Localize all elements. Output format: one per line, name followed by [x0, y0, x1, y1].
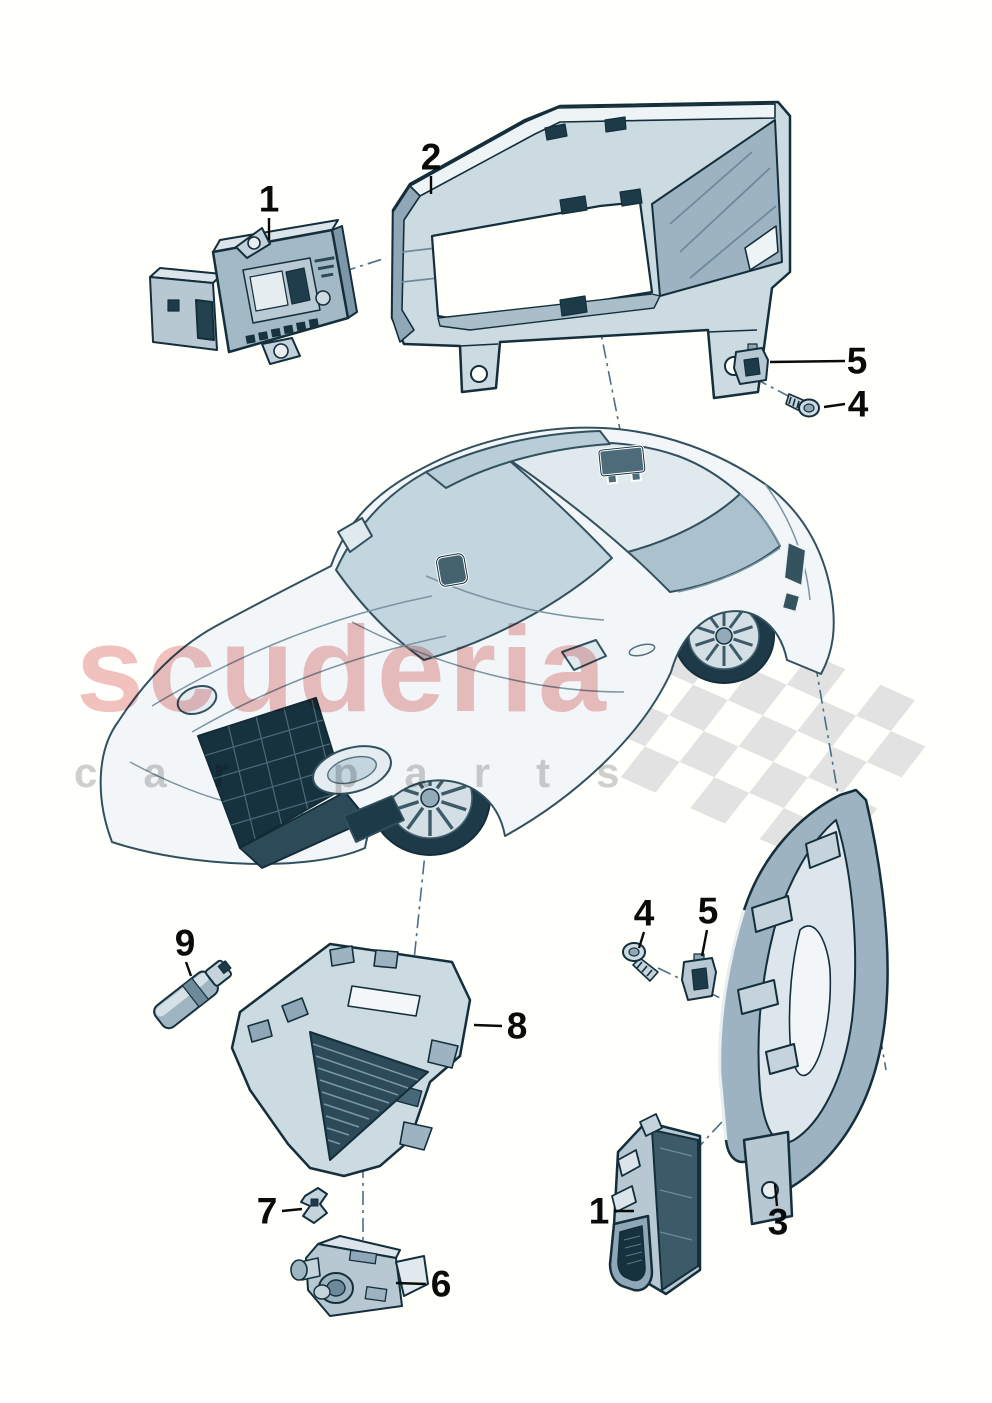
headlight-right-inner — [327, 755, 377, 785]
mirror-left — [337, 517, 373, 553]
part-6-sensor[interactable] — [290, 1235, 429, 1317]
part-8-sensor-bracket[interactable] — [230, 942, 472, 1178]
roof-sensor-location — [597, 444, 647, 485]
callout-8-bracket[interactable]: 8 — [506, 1005, 528, 1047]
watermark-brand-text: scuderia — [76, 601, 610, 737]
callout-5-clip-lower[interactable]: 5 — [697, 890, 719, 932]
part-1-control-module-lower[interactable] — [608, 1113, 702, 1296]
mirror-right — [561, 639, 607, 671]
callout-leader-lines — [184, 176, 846, 1286]
callout-5-clip-upper[interactable]: 5 — [846, 340, 868, 382]
module-pin-row — [245, 318, 319, 344]
front-intake-right — [343, 795, 405, 843]
part-4-screw-lower[interactable] — [622, 942, 659, 982]
callout-4-screw-upper[interactable]: 4 — [847, 383, 869, 425]
part-7-clip[interactable] — [300, 1187, 328, 1224]
part-5-clip-upper[interactable] — [733, 343, 769, 385]
callout-1-module-lower[interactable]: 1 — [588, 1190, 610, 1232]
part-1-control-module[interactable] — [149, 219, 358, 365]
headlight-left — [176, 684, 218, 716]
callout-9-sensor[interactable]: 9 — [174, 922, 196, 964]
bracket-rib-lines — [401, 151, 777, 283]
windshield-sensor-location — [435, 552, 469, 588]
module-face-lines — [659, 1147, 693, 1241]
bracket-slots — [544, 116, 643, 317]
vehicle-illustration — [99, 426, 835, 869]
callout-6-sensor[interactable]: 6 — [430, 1263, 452, 1305]
windshield — [335, 454, 613, 661]
callout-1-module-top[interactable]: 1 — [258, 178, 280, 220]
callout-2-bracket-top[interactable]: 2 — [420, 136, 442, 178]
callout-4-screw-lower[interactable]: 4 — [633, 892, 655, 934]
part-4-screw-upper[interactable] — [785, 393, 820, 418]
rear-bumper-mark — [781, 591, 801, 613]
taillight-mark — [783, 541, 807, 587]
door-handle — [628, 643, 656, 657]
part-3-quarter-bracket[interactable] — [718, 788, 889, 1226]
connector-pins — [623, 1235, 643, 1265]
side-window — [425, 430, 611, 489]
part-9-sensor[interactable] — [151, 955, 238, 1031]
callout-3-bracket-lower[interactable]: 3 — [767, 1201, 789, 1243]
watermark-subtext: car parts — [74, 749, 666, 796]
module-label-text — [314, 256, 335, 278]
part-2-mounting-bracket[interactable] — [390, 100, 792, 400]
callout-7-clip[interactable]: 7 — [256, 1190, 278, 1232]
part-5-clip-lower[interactable] — [681, 953, 717, 1001]
bracket-ribs — [312, 1043, 419, 1145]
